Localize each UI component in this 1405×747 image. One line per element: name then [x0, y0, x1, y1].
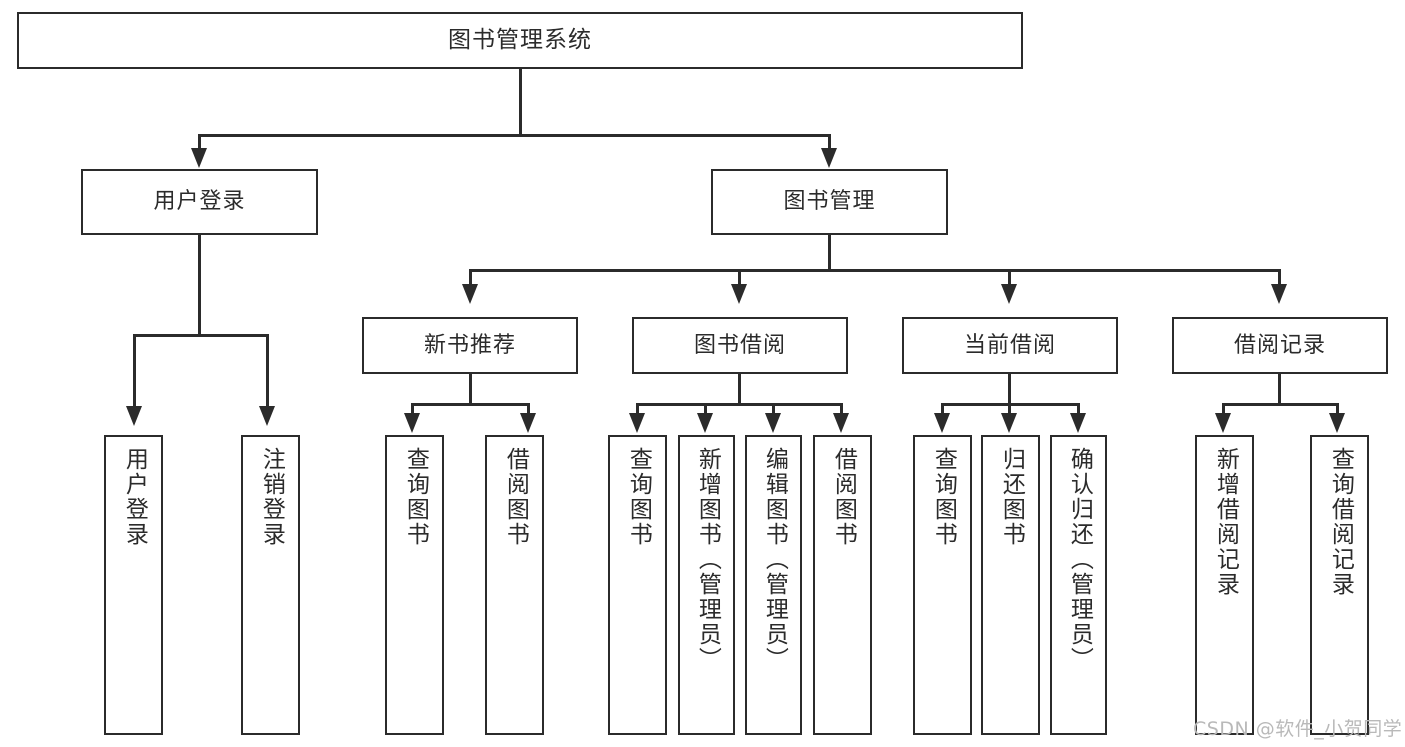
node-label: 注销登录	[258, 447, 285, 547]
connector-drop-query-book-1	[411, 403, 414, 415]
watermark-text: CSDN @软件_小贺同学	[1193, 718, 1403, 740]
connector-book-manage-stem	[828, 235, 831, 272]
connector-user-login-bus	[133, 334, 269, 337]
node-label: 用户登录	[153, 189, 246, 215]
arrow-add-record	[1215, 413, 1231, 433]
leaf-query-book-2[interactable]: 查询图书	[608, 435, 667, 735]
node-current-borrow[interactable]: 当前借阅	[902, 317, 1118, 374]
arrow-edit-book	[765, 413, 781, 433]
connector-drop-confirm-return	[1077, 403, 1080, 415]
connector-drop-borrow-book-1	[527, 403, 530, 415]
arrow-leaf-logout-login	[259, 406, 275, 426]
connector-drop-borrow-book-2	[840, 403, 843, 415]
connector-drop-new-book-recommend	[469, 269, 472, 286]
connector-drop-add-book	[704, 403, 707, 415]
connector-drop-query-book-2	[636, 403, 639, 415]
arrow-borrow-book-2	[833, 413, 849, 433]
node-label: 借阅图书	[830, 447, 857, 547]
node-label: 查询借阅记录	[1327, 447, 1354, 597]
node-label: 新增借阅记录	[1212, 447, 1239, 597]
connector-drop-user-login	[198, 134, 201, 150]
connector-drop-leaf-logout-login	[266, 334, 269, 407]
node-label: 查询图书	[402, 447, 429, 547]
leaf-borrow-book-1[interactable]: 借阅图书	[485, 435, 544, 735]
node-user-login[interactable]: 用户登录	[81, 169, 318, 235]
leaf-logout-login[interactable]: 注销登录	[241, 435, 300, 735]
connector-drop-book-manage	[828, 134, 831, 150]
arrow-query-book-2	[629, 413, 645, 433]
leaf-add-record[interactable]: 新增借阅记录	[1195, 435, 1254, 735]
connector-root-bus	[198, 134, 831, 137]
connector-user-login-stem	[198, 235, 201, 337]
arrow-query-book-3	[934, 413, 950, 433]
arrow-add-book	[697, 413, 713, 433]
leaf-add-book[interactable]: 新增图书（管理员）	[678, 435, 735, 735]
connector-nbr-bus	[411, 403, 530, 406]
connector-book-manage-bus	[469, 269, 1281, 272]
node-borrow-record[interactable]: 借阅记录	[1172, 317, 1388, 374]
connector-drop-borrow-record	[1278, 269, 1281, 286]
connector-drop-leaf-user-login	[133, 334, 136, 407]
connector-cb-stem	[1008, 374, 1011, 406]
leaf-user-login[interactable]: 用户登录	[104, 435, 163, 735]
node-label: 新书推荐	[423, 332, 516, 358]
leaf-query-book-1[interactable]: 查询图书	[385, 435, 444, 735]
leaf-return-book[interactable]: 归还图书	[981, 435, 1040, 735]
leaf-borrow-book-2[interactable]: 借阅图书	[813, 435, 872, 735]
arrow-borrow-record	[1271, 284, 1287, 304]
connector-drop-book-borrow	[738, 269, 741, 286]
connector-root-stem	[519, 69, 522, 136]
node-label: 查询图书	[930, 447, 957, 547]
connector-drop-query-record	[1336, 403, 1339, 415]
leaf-confirm-return[interactable]: 确认归还（管理员）	[1050, 435, 1107, 735]
node-label: 图书管理	[783, 189, 876, 215]
node-root-system[interactable]: 图书管理系统	[17, 12, 1023, 69]
node-new-book-recommend[interactable]: 新书推荐	[362, 317, 578, 374]
leaf-edit-book[interactable]: 编辑图书（管理员）	[745, 435, 802, 735]
leaf-query-book-3[interactable]: 查询图书	[913, 435, 972, 735]
arrow-borrow-book-1	[520, 413, 536, 433]
node-label: 借阅记录	[1233, 332, 1326, 358]
arrow-query-record	[1329, 413, 1345, 433]
connector-bb-stem	[738, 374, 741, 406]
node-label: 编辑图书（管理员）	[761, 447, 788, 672]
connector-drop-edit-book	[772, 403, 775, 415]
arrow-book-manage	[821, 148, 837, 168]
node-label: 图书借阅	[693, 332, 786, 358]
arrow-leaf-user-login	[126, 406, 142, 426]
connector-br-stem	[1278, 374, 1281, 406]
connector-br-bus	[1222, 403, 1339, 406]
node-label: 查询图书	[625, 447, 652, 547]
arrow-return-book	[1001, 413, 1017, 433]
connector-drop-query-book-3	[941, 403, 944, 415]
connector-drop-return-book	[1008, 403, 1011, 415]
connector-bb-bus	[636, 403, 843, 406]
arrow-new-book-recommend	[462, 284, 478, 304]
connector-drop-current-borrow	[1008, 269, 1011, 286]
node-label: 用户登录	[121, 447, 148, 547]
connector-nbr-stem	[469, 374, 472, 406]
node-label: 当前借阅	[963, 332, 1056, 358]
node-label: 新增图书（管理员）	[694, 447, 721, 672]
arrow-query-book-1	[404, 413, 420, 433]
node-label: 归还图书	[998, 447, 1025, 547]
connector-drop-add-record	[1222, 403, 1225, 415]
arrow-confirm-return	[1070, 413, 1086, 433]
node-label: 确认归还（管理员）	[1066, 447, 1093, 672]
leaf-query-record[interactable]: 查询借阅记录	[1310, 435, 1369, 735]
node-book-manage[interactable]: 图书管理	[711, 169, 948, 235]
arrow-user-login	[191, 148, 207, 168]
node-book-borrow[interactable]: 图书借阅	[632, 317, 848, 374]
csdn-watermark: CSDN @软件_小贺同学	[1193, 714, 1402, 741]
arrow-current-borrow	[1001, 284, 1017, 304]
node-label: 借阅图书	[502, 447, 529, 547]
node-label: 图书管理系统	[448, 27, 592, 54]
arrow-book-borrow	[731, 284, 747, 304]
